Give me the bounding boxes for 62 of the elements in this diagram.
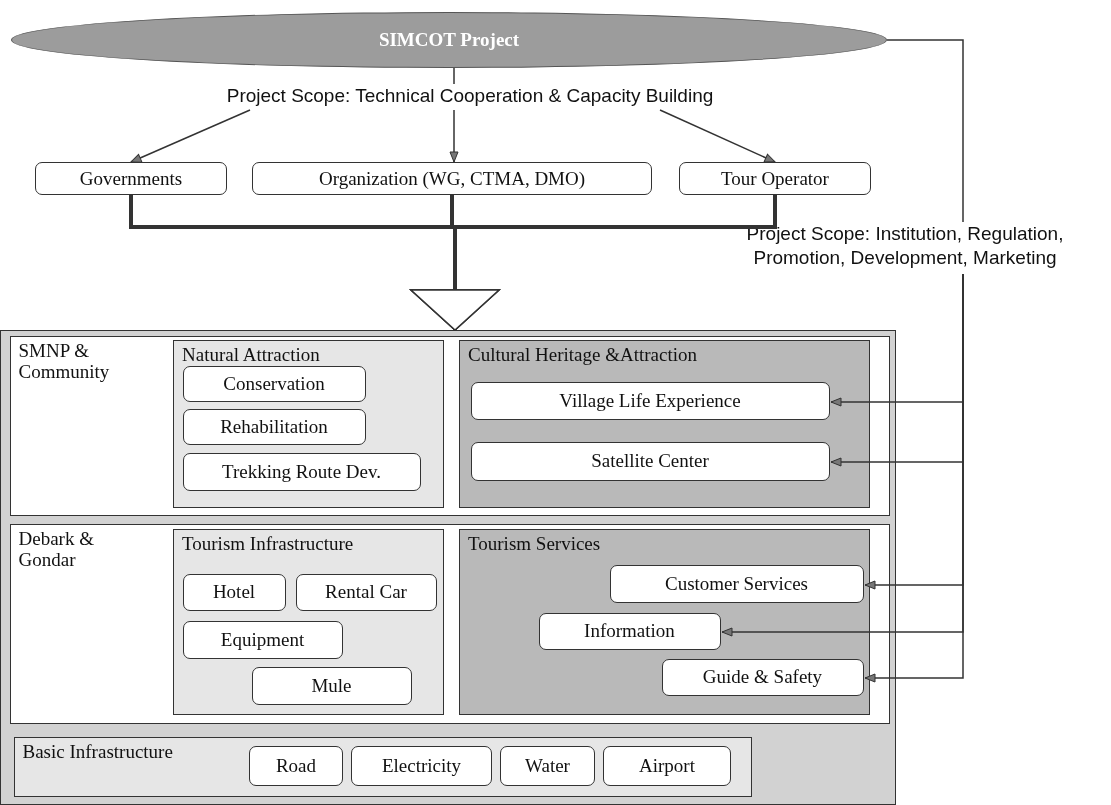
process-box bbox=[249, 746, 343, 786]
group-panel bbox=[459, 340, 870, 508]
box-label: Governments bbox=[79, 167, 183, 190]
panel-title: Natural Attraction bbox=[182, 344, 320, 365]
arrow bbox=[864, 273, 964, 683]
process-box bbox=[182, 365, 366, 402]
box-label: Village Life Experience bbox=[559, 389, 741, 412]
box-label: Organization (WG, CTMA, DMO) bbox=[318, 167, 586, 190]
box-label: Mule bbox=[311, 674, 352, 697]
box-label: Conservation bbox=[223, 372, 325, 395]
box-label: Satellite Center bbox=[591, 450, 709, 472]
process-box bbox=[351, 746, 492, 786]
box-label: Rehabilitation bbox=[220, 415, 328, 438]
process-box bbox=[470, 381, 830, 420]
process-box bbox=[661, 658, 864, 696]
process-box bbox=[182, 573, 286, 611]
box-label: Information bbox=[584, 620, 675, 642]
scope-text: Project Scope: Technical Cooperation & Capacity Building bbox=[226, 85, 714, 106]
group-panel bbox=[173, 340, 444, 508]
box-label: Trekking Route Dev. bbox=[221, 460, 381, 483]
group-panel bbox=[9, 523, 890, 724]
process-box bbox=[500, 746, 595, 786]
group-panel bbox=[13, 736, 752, 797]
process-box bbox=[251, 666, 412, 705]
panel-title: Debark & Gondar bbox=[18, 527, 95, 570]
box-label: Rental Car bbox=[325, 581, 407, 603]
process-box bbox=[252, 162, 652, 195]
arrow bbox=[130, 109, 251, 163]
process-box bbox=[603, 746, 731, 786]
connector-line bbox=[453, 67, 455, 85]
process-box bbox=[182, 452, 421, 491]
group-panel bbox=[173, 529, 444, 715]
box-label: Customer Services bbox=[665, 572, 808, 595]
box-label: Airport bbox=[639, 755, 695, 777]
box-label: Electricity bbox=[381, 755, 462, 777]
process-box bbox=[470, 441, 830, 481]
process-box bbox=[182, 408, 366, 445]
process-box bbox=[182, 620, 343, 659]
box-label: Hotel bbox=[212, 581, 256, 603]
process-box bbox=[679, 162, 871, 195]
box-label: Road bbox=[275, 755, 317, 777]
group-panel bbox=[9, 335, 890, 516]
outer-frame bbox=[0, 330, 896, 805]
panel-title: Cultural Heritage &Attraction bbox=[468, 344, 697, 365]
process-box bbox=[609, 564, 864, 603]
process-box bbox=[538, 612, 721, 650]
connector-line bbox=[886, 39, 964, 223]
panel-title: Basic Infrastructure bbox=[22, 740, 173, 762]
box-label: Equipment bbox=[220, 628, 305, 651]
box-label: Tour Operator bbox=[721, 167, 829, 190]
process-box bbox=[295, 573, 437, 611]
panel-title: Tourism Services bbox=[468, 533, 601, 554]
arrow bbox=[449, 109, 459, 163]
panel-title: Tourism Infrastructure bbox=[182, 533, 354, 554]
box-label: Water bbox=[525, 755, 570, 777]
box-label: SIMCOT Project bbox=[378, 29, 520, 51]
arrow bbox=[659, 109, 776, 163]
group-panel bbox=[459, 529, 870, 715]
panel-title: SMNP & Community bbox=[18, 339, 111, 382]
process-box bbox=[35, 162, 227, 195]
box-label: Guide & Safety bbox=[702, 666, 823, 688]
block-arrow bbox=[410, 195, 777, 331]
